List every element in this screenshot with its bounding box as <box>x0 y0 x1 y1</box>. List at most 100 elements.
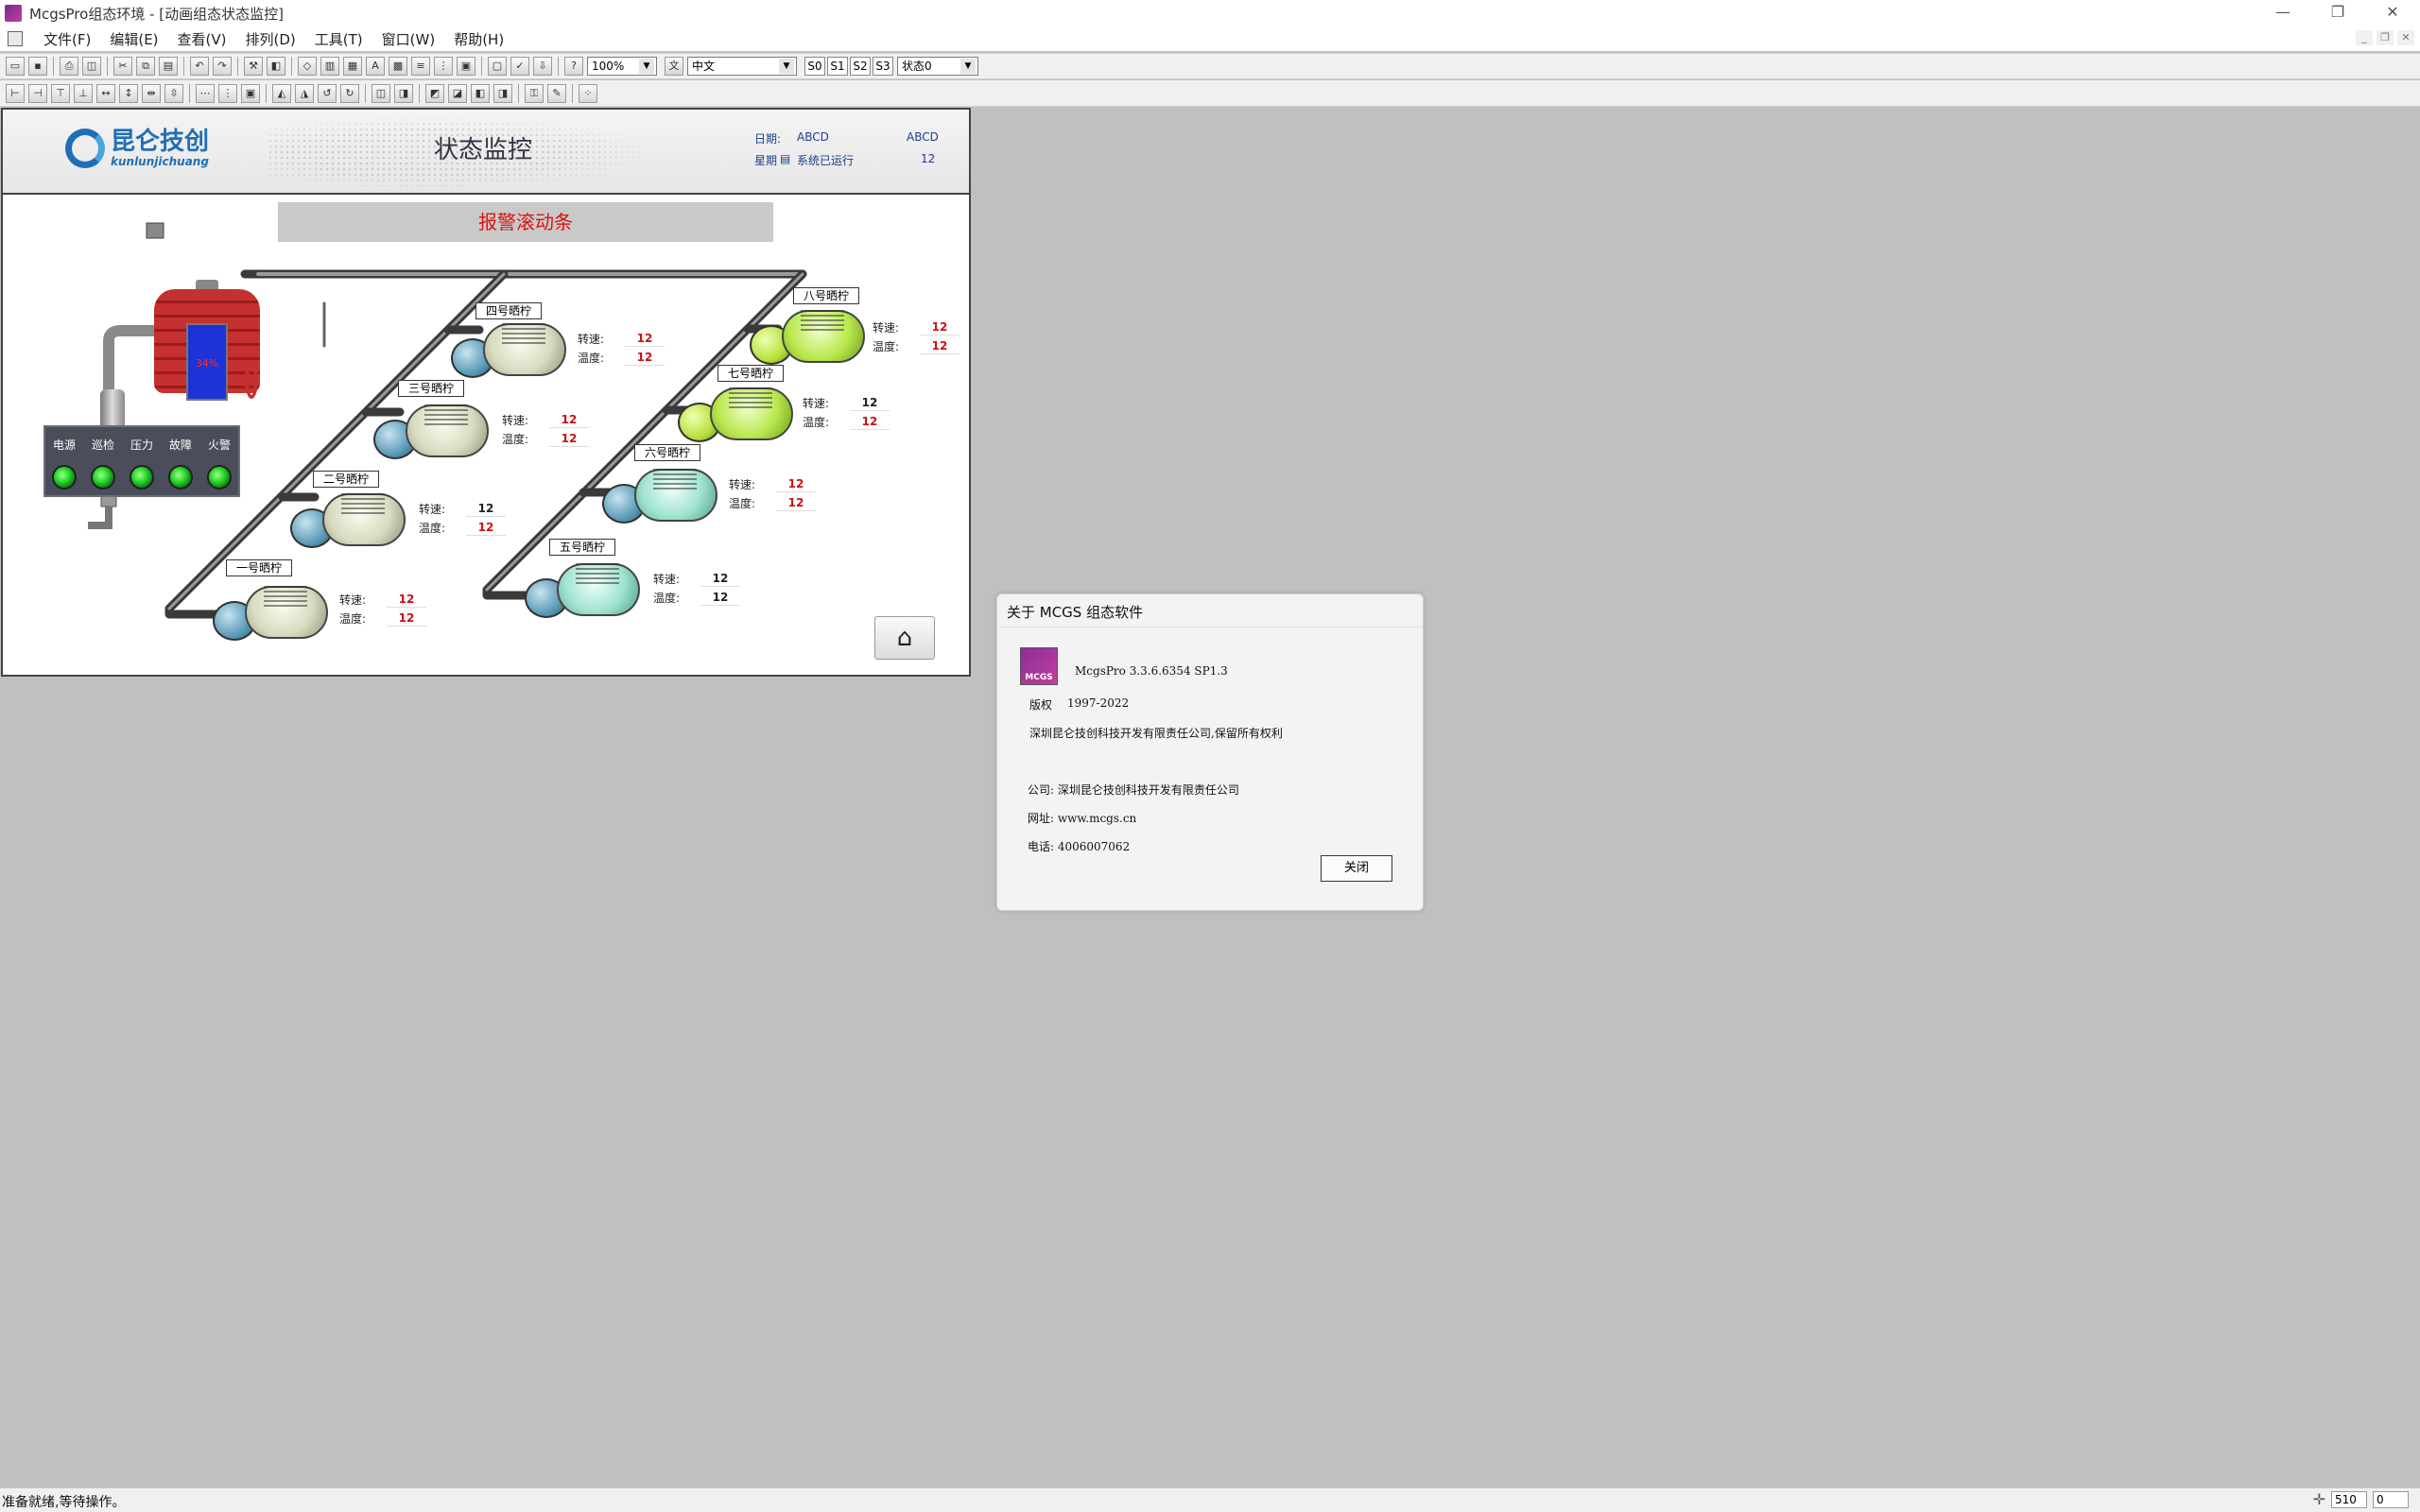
distribute-v-icon[interactable]: ⋮ <box>218 83 237 103</box>
tools-icon[interactable]: ⚒ <box>244 57 263 76</box>
motor-6-readout: 转速:12 温度:12 <box>727 474 818 512</box>
lock-icon[interactable]: ⚿ <box>525 83 544 103</box>
center-horizontal-icon[interactable]: ↔ <box>96 83 115 103</box>
mcgs-logo-icon: MCGS <box>1020 647 1058 685</box>
motor-1[interactable] <box>213 580 337 641</box>
restore-button[interactable]: ❐ <box>2330 3 2345 21</box>
rotate-left-icon[interactable]: ↺ <box>318 83 337 103</box>
state-select[interactable]: 状态0 ▼ <box>897 57 978 76</box>
edit-points-icon[interactable]: ✎ <box>547 83 566 103</box>
valve-icon[interactable] <box>245 361 258 399</box>
ungroup-icon[interactable]: ◨ <box>394 83 413 103</box>
motor-3[interactable] <box>373 399 498 459</box>
undo-icon[interactable]: ↶ <box>190 57 209 76</box>
alarm-scroll-bar[interactable]: 报警滚动条 <box>278 202 773 242</box>
motor-2[interactable] <box>290 488 415 548</box>
chart-icon[interactable]: ▣ <box>457 57 475 76</box>
company-text: 公司: 深圳昆仑技创科技开发有限责任公司 <box>1028 783 1239 797</box>
motor-4[interactable] <box>451 318 576 378</box>
align-left-icon[interactable]: ⊢ <box>6 83 25 103</box>
grid-icon[interactable]: ⋮ <box>434 57 453 76</box>
menu-tools[interactable]: 工具(T) <box>314 30 363 48</box>
print-preview-icon[interactable]: ◫ <box>82 57 101 76</box>
redo-icon[interactable]: ↷ <box>213 57 232 76</box>
chevron-down-icon[interactable]: ▼ <box>960 59 976 74</box>
align-bottom-icon[interactable]: ⊥ <box>74 83 93 103</box>
flip-h-icon[interactable]: ◭ <box>272 83 291 103</box>
backward-icon[interactable]: ◨ <box>493 83 512 103</box>
help-icon[interactable]: ? <box>564 57 583 76</box>
cut-icon[interactable]: ✂ <box>113 57 132 76</box>
check-icon[interactable]: ✓ <box>510 57 529 76</box>
home-button[interactable]: ⌂ <box>874 616 935 660</box>
same-size-icon[interactable]: ▣ <box>241 83 260 103</box>
mdi-close-button[interactable]: ✕ <box>2397 30 2414 45</box>
object-icon[interactable]: ◧ <box>267 57 285 76</box>
date-value: ABCD <box>797 130 829 144</box>
menu-file[interactable]: 文件(F) <box>43 30 92 48</box>
chevron-down-icon[interactable]: ▼ <box>779 59 794 74</box>
motor-6-label: 六号晒柠 <box>634 444 701 461</box>
menu-help[interactable]: 帮助(H) <box>454 30 505 48</box>
download-icon[interactable]: ⇩ <box>533 57 552 76</box>
align-right-icon[interactable]: ⊣ <box>28 83 47 103</box>
minimize-button[interactable]: — <box>2275 3 2290 21</box>
standard-toolbar: ▭ ▪ ⎙ ◫ ✂ ⧉ ▤ ↶ ↷ ⚒ ◧ ◇ ▥ ▦ A ▩ ≡ ⋮ ▣ ▢ … <box>0 53 2420 79</box>
calendar-icon: ▤ <box>780 152 791 165</box>
align-icon[interactable]: ▦ <box>343 57 362 76</box>
save-icon[interactable]: ▪ <box>28 57 47 76</box>
same-width-icon[interactable]: ⇹ <box>142 83 161 103</box>
state-s2-button[interactable]: S2 <box>850 57 871 76</box>
menu-arrange[interactable]: 排列(D) <box>245 30 296 48</box>
close-button[interactable]: 关闭 <box>1321 855 1392 882</box>
speed-label: 转速: <box>576 330 617 347</box>
forward-icon[interactable]: ◧ <box>471 83 490 103</box>
print-icon[interactable]: ⎙ <box>60 57 78 76</box>
paste-icon[interactable]: ▤ <box>159 57 178 76</box>
design-canvas[interactable]: 昆仑技创 kunlunjichuang 状态监控 日期: ABCD ABCD 星… <box>1 108 971 677</box>
window-icon[interactable]: ▢ <box>488 57 507 76</box>
menu-view[interactable]: 查看(V) <box>177 30 227 48</box>
layer-icon[interactable]: ▥ <box>320 57 339 76</box>
language-icon[interactable]: 文 <box>665 57 683 76</box>
send-back-icon[interactable]: ◪ <box>448 83 467 103</box>
motor-5[interactable] <box>525 558 649 618</box>
new-icon[interactable]: ▭ <box>6 57 25 76</box>
state-s1-button[interactable]: S1 <box>827 57 848 76</box>
motor-7[interactable] <box>678 382 803 442</box>
copy-icon[interactable]: ⧉ <box>136 57 155 76</box>
align-top-icon[interactable]: ⊤ <box>51 83 70 103</box>
speed-label: 转速: <box>651 570 693 587</box>
state-s3-button[interactable]: S3 <box>873 57 893 76</box>
mdi-minimize-button[interactable]: _ <box>2356 30 2373 45</box>
font-icon[interactable]: A <box>366 57 385 76</box>
fill-icon[interactable]: ▩ <box>389 57 407 76</box>
grid-dots-icon[interactable]: ⁘ <box>579 83 597 103</box>
center-vertical-icon[interactable]: ↕ <box>119 83 138 103</box>
zoom-select[interactable]: 100% ▼ <box>587 57 657 76</box>
line-icon[interactable]: ≡ <box>411 57 430 76</box>
mdi-restore-button[interactable]: ❐ <box>2377 30 2394 45</box>
chevron-down-icon[interactable]: ▼ <box>639 59 654 74</box>
motor-3-readout: 转速:12 温度:12 <box>500 410 591 448</box>
motor-8[interactable] <box>750 304 874 365</box>
motor-2-temp: 12 <box>466 519 506 536</box>
menu-window[interactable]: 窗口(W) <box>381 30 436 48</box>
motor-6[interactable] <box>602 463 727 524</box>
motor-4-label: 四号晒柠 <box>475 302 543 319</box>
fault-lamp-icon <box>168 465 193 490</box>
menu-edit[interactable]: 编辑(E) <box>110 30 159 48</box>
shape-icon[interactable]: ◇ <box>298 57 317 76</box>
flip-v-icon[interactable]: ◮ <box>295 83 314 103</box>
language-select[interactable]: 中文 ▼ <box>687 57 797 76</box>
rotate-right-icon[interactable]: ↻ <box>340 83 359 103</box>
same-height-icon[interactable]: ⇳ <box>164 83 183 103</box>
close-window-button[interactable]: ✕ <box>2386 3 2399 21</box>
temp-label: 温度: <box>801 413 842 430</box>
document-icon[interactable] <box>8 31 23 46</box>
group-icon[interactable]: ◫ <box>372 83 390 103</box>
state-s0-button[interactable]: S0 <box>804 57 825 76</box>
bring-front-icon[interactable]: ◩ <box>425 83 444 103</box>
copyright-years: 1997-2022 <box>1067 696 1130 710</box>
distribute-h-icon[interactable]: ⋯ <box>196 83 215 103</box>
